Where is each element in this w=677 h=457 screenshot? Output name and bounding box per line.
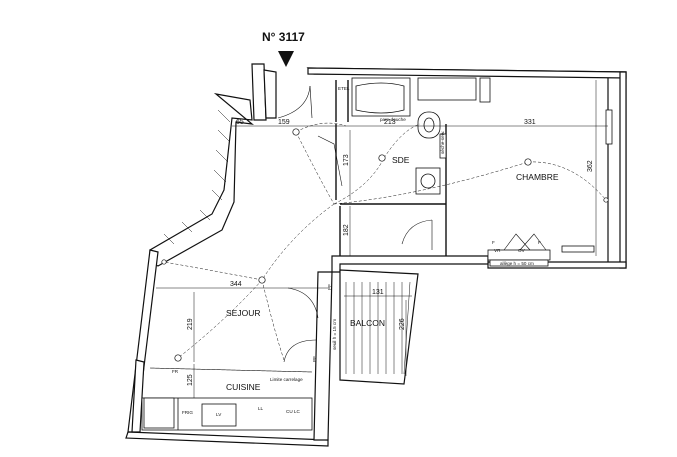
dimension-label: 219 bbox=[187, 318, 194, 330]
bathtub-curve bbox=[355, 82, 405, 114]
annotation-pf: PF bbox=[327, 284, 332, 290]
dimension-lines bbox=[156, 80, 608, 398]
light-chambre-icon bbox=[524, 158, 532, 166]
wardrobe-unit bbox=[417, 77, 477, 101]
bathroom-fixtures bbox=[351, 77, 491, 195]
dimension-label: 226 bbox=[399, 318, 406, 330]
annotation-cu-lc: CU LC bbox=[286, 409, 300, 414]
shower-tray bbox=[351, 77, 411, 117]
room-label-chambre: CHAMBRE bbox=[516, 172, 559, 182]
towel-dryer bbox=[439, 133, 447, 159]
wall-hatching bbox=[163, 109, 231, 245]
washbasin bbox=[415, 167, 441, 195]
room-label-cuisine: CUISINE bbox=[226, 382, 261, 392]
annotation-pare-douche: pare-douche bbox=[380, 117, 406, 122]
room-label-balcon: BALCON bbox=[350, 318, 385, 328]
annotation-etel: ETEL bbox=[338, 86, 350, 91]
dimension-label: 131 bbox=[372, 289, 384, 296]
annotation-ll: LL bbox=[258, 406, 264, 411]
dimension-label: 344 bbox=[230, 281, 242, 288]
chambre-windows bbox=[487, 109, 613, 267]
entrance-arrow-icon bbox=[278, 51, 294, 67]
apartment-number: N° 3117 bbox=[262, 30, 305, 44]
annotation-vr: VR bbox=[494, 248, 501, 253]
electrical-lines bbox=[163, 122, 607, 361]
balcony-door-swing bbox=[287, 287, 319, 319]
wc-toilet bbox=[417, 111, 441, 139]
dimension-label: 362 bbox=[587, 160, 594, 172]
light-cuisine-icon bbox=[174, 354, 182, 362]
exterior-walls bbox=[125, 63, 627, 447]
dimension-label: 159 bbox=[278, 119, 290, 126]
annotation-f: F bbox=[492, 240, 495, 245]
socket-icon bbox=[161, 259, 167, 265]
dimension-label: 173 bbox=[343, 154, 350, 166]
door-swings bbox=[277, 85, 547, 363]
annotation-pf: PF bbox=[312, 356, 317, 362]
dimension-label: 213 bbox=[384, 119, 396, 126]
dimension-label: 125 bbox=[187, 374, 194, 386]
socket-icon bbox=[603, 197, 609, 203]
chambre-door-swing bbox=[401, 219, 433, 245]
window-swing-right bbox=[519, 233, 547, 251]
sejour-door-swing bbox=[283, 339, 317, 363]
annotation-lv: LV bbox=[216, 412, 222, 417]
room-label-sejour: SEJOUR bbox=[226, 308, 260, 318]
light-sde-icon bbox=[378, 154, 386, 162]
dimension-label: 182 bbox=[343, 224, 350, 236]
entry-door-swing bbox=[277, 85, 311, 119]
annotation-frig: FRIG bbox=[182, 410, 193, 415]
chambre-cupboard bbox=[479, 77, 491, 103]
light-sejour-icon bbox=[258, 276, 266, 284]
balcony-railings bbox=[345, 281, 411, 375]
light-points bbox=[161, 128, 609, 362]
annotation-ov: OV bbox=[518, 248, 526, 253]
sde-door-swing bbox=[317, 135, 343, 187]
annotation-seuil: seuil h = 15 cm bbox=[332, 319, 337, 350]
annotation-fr: FR bbox=[172, 369, 179, 374]
annotation-f: F bbox=[538, 240, 541, 245]
dimension-label: 65 bbox=[236, 119, 244, 126]
window-swing-left bbox=[503, 233, 531, 251]
dimension-label: 331 bbox=[524, 119, 536, 126]
annotation-limite-carrelage: Limite carrelage bbox=[270, 377, 303, 382]
light-entry-icon bbox=[292, 128, 300, 136]
hob-block bbox=[143, 397, 175, 429]
annotation-seche-serviettes: sèche-serv. bbox=[440, 131, 445, 154]
annotation-allege: allège h = 50 cm bbox=[500, 261, 534, 266]
room-label-sde: SDE bbox=[392, 155, 410, 165]
kitchen-fixtures bbox=[141, 397, 313, 431]
sink bbox=[201, 403, 237, 427]
